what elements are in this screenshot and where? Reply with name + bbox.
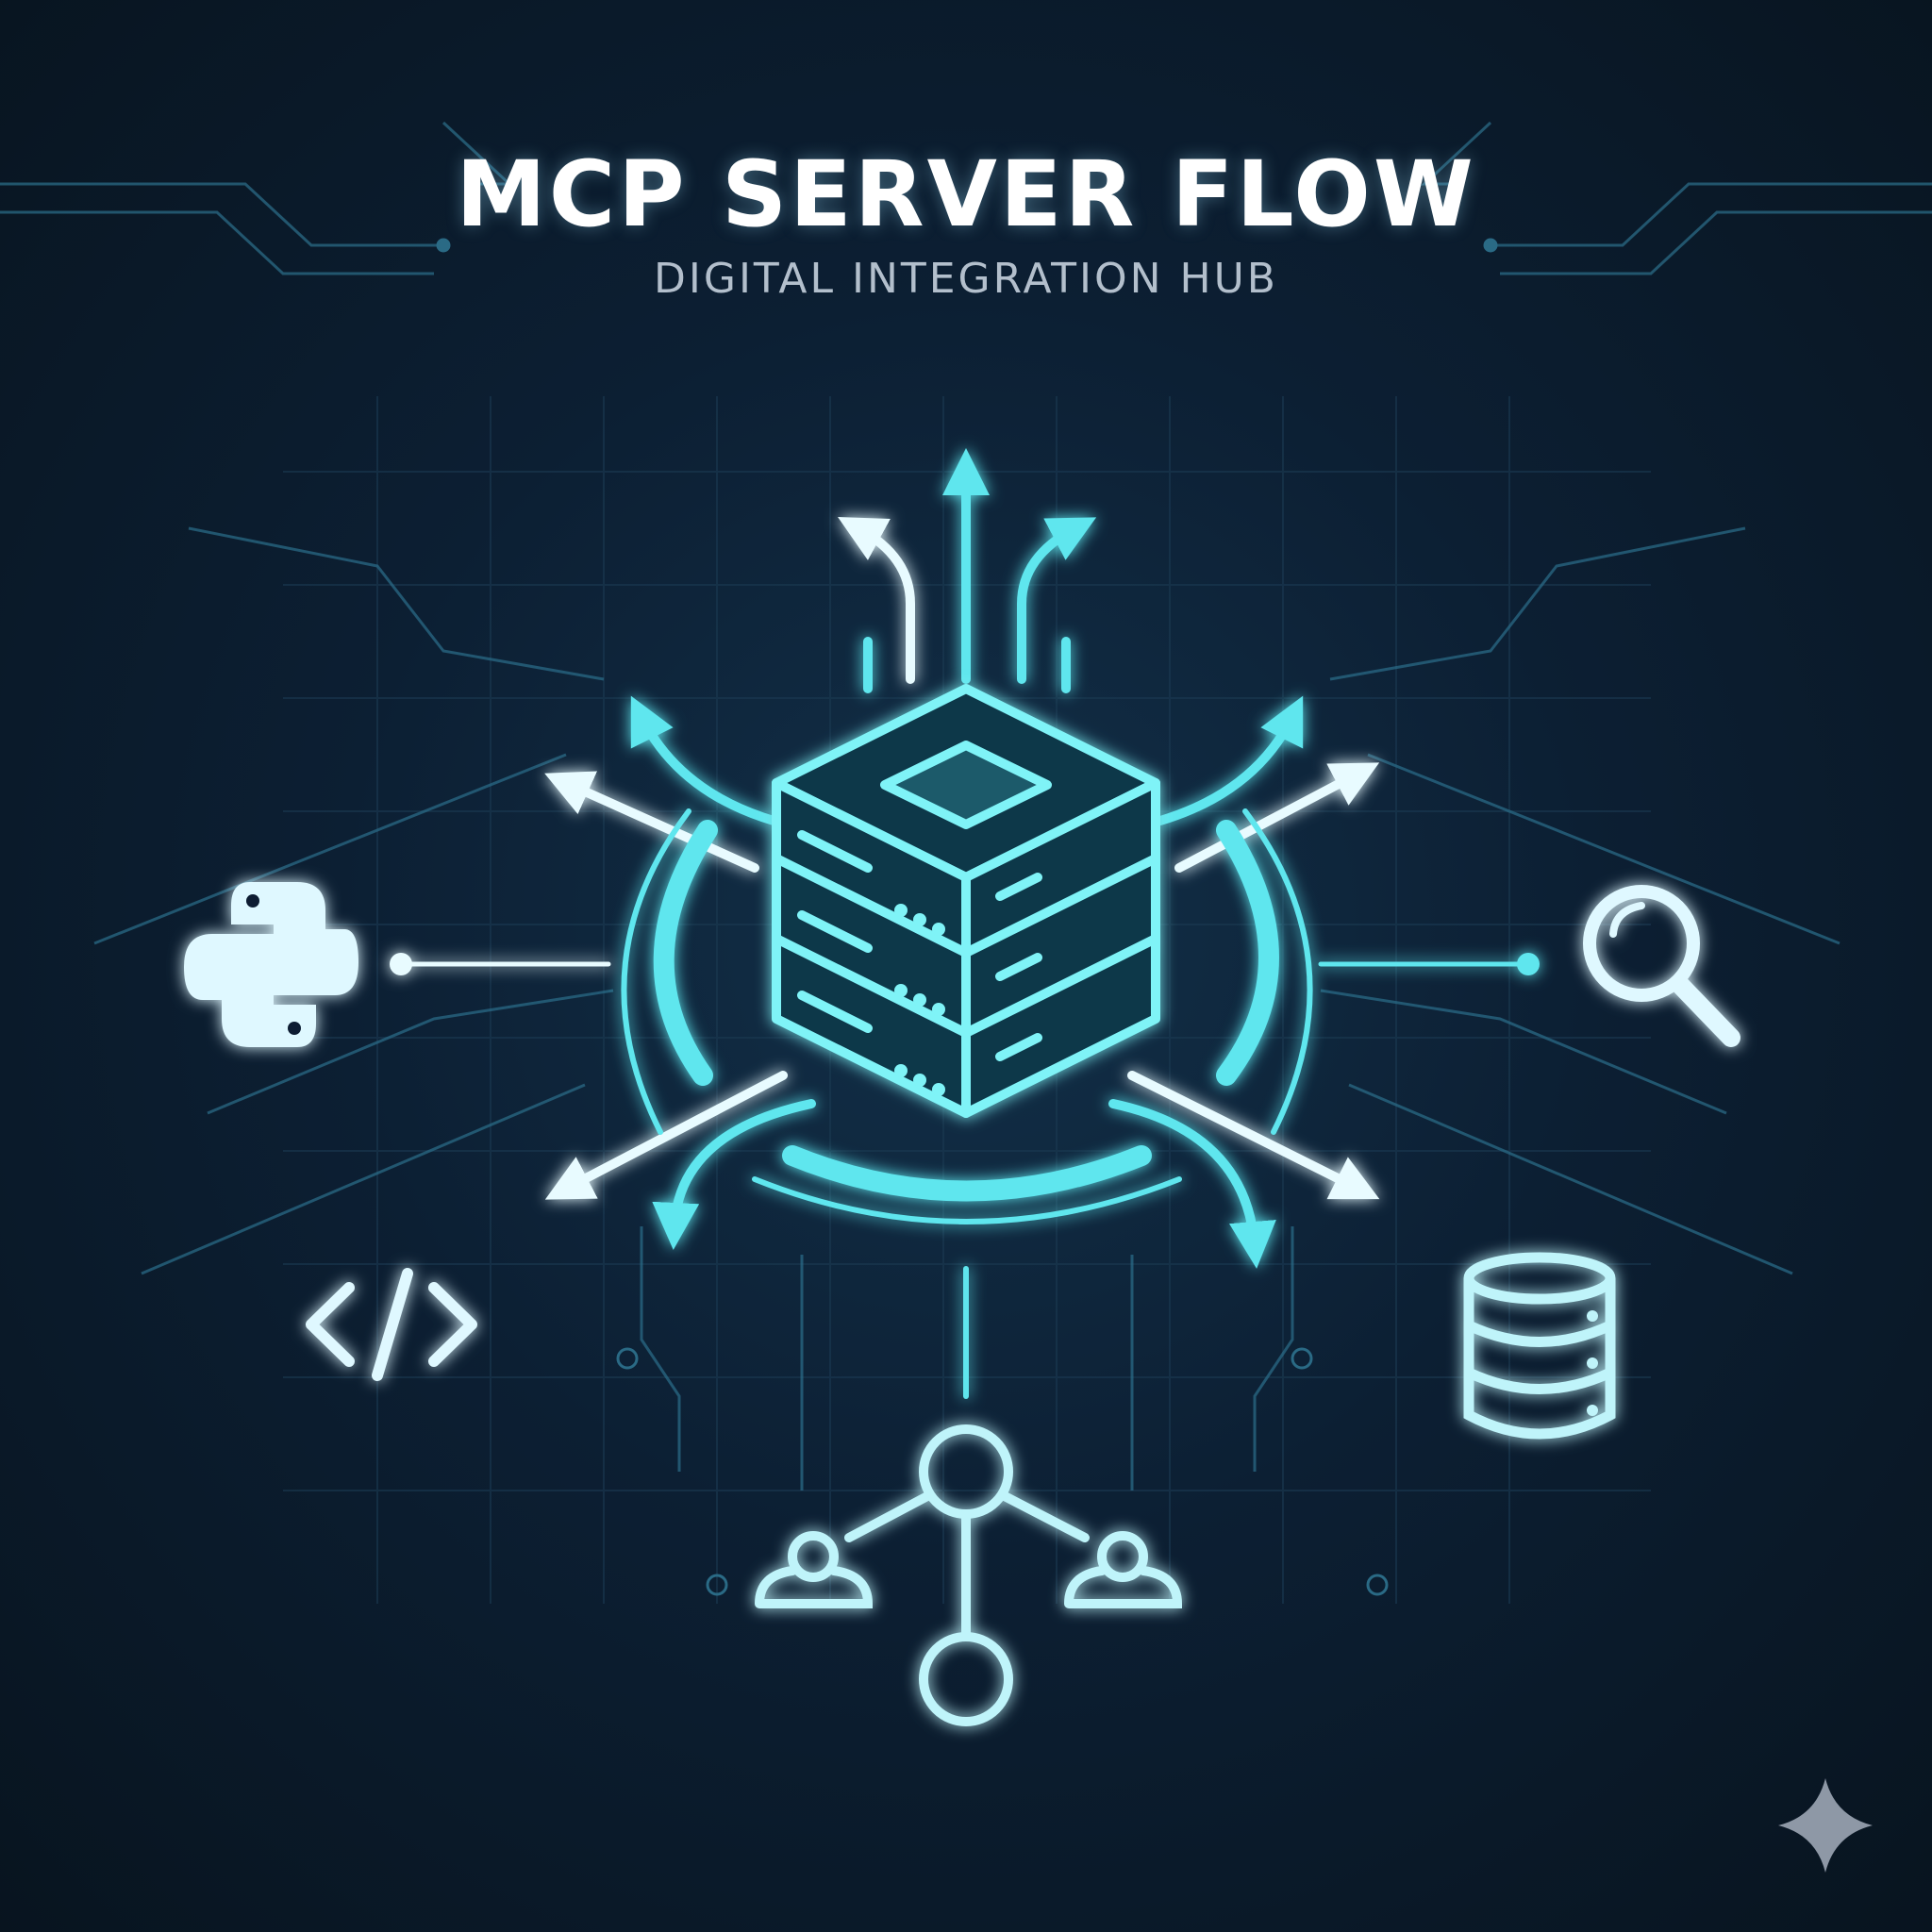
circuit-traces bbox=[0, 121, 1932, 1491]
flow-arrows bbox=[390, 448, 1540, 1399]
arrow-right-down bbox=[1127, 1071, 1380, 1200]
page-subtitle: DIGITAL INTEGRATION HUB bbox=[654, 255, 1278, 303]
arrow-left-down bbox=[544, 1071, 788, 1200]
page-title: MCP SERVER FLOW bbox=[456, 142, 1476, 247]
orbit-bottom bbox=[782, 1145, 1152, 1202]
magnifier-icon bbox=[1583, 885, 1740, 1047]
arrow-up-right bbox=[1017, 517, 1097, 684]
orbit-left bbox=[653, 820, 718, 1086]
python-icon bbox=[184, 882, 358, 1047]
server-stack-icon bbox=[772, 684, 1160, 1118]
database-icon bbox=[1463, 1252, 1616, 1440]
trace-junctions bbox=[436, 238, 1498, 1596]
arrow-right-up bbox=[1174, 762, 1380, 873]
orbit-right bbox=[1216, 820, 1279, 1086]
arrow-left-up bbox=[544, 771, 759, 873]
arrow-up-left bbox=[838, 517, 915, 684]
code-brackets-icon bbox=[306, 1268, 477, 1381]
network-nodes-icon bbox=[755, 1424, 1183, 1726]
sparkle-icon bbox=[1778, 1778, 1873, 1873]
